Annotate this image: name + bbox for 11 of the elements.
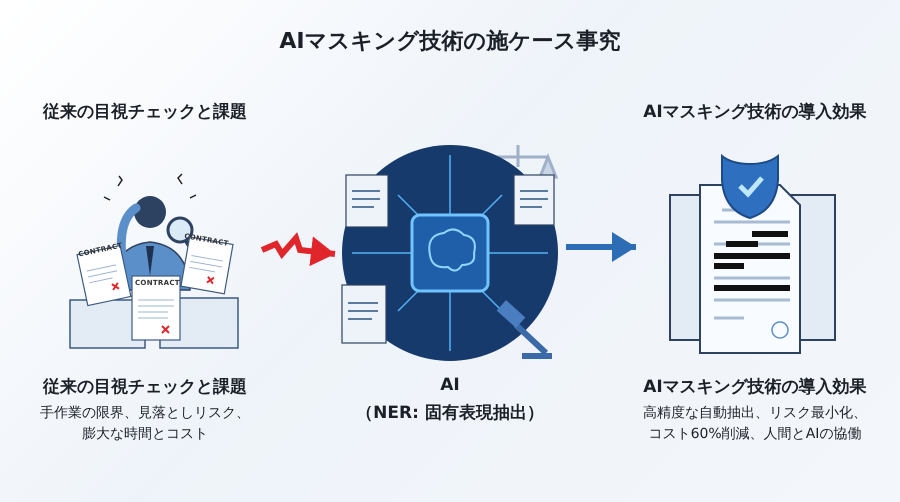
title: AIマスキング技術の施ケース事究 [278, 28, 622, 56]
caption-text: 高精度な自動抽出、リスク最小化、コスト60%削減、人間とAIの協働 [642, 404, 868, 444]
caption-heading: （NER: 固有表現抽出） [355, 402, 545, 424]
arrow [566, 232, 636, 262]
caption-heading: AI [439, 375, 461, 395]
section-heading: 従来の目視チェックと課題 [42, 101, 248, 123]
arrow [260, 232, 336, 266]
caption-heading: AIマスキング技術の導入効果 [642, 376, 868, 398]
section-heading: AIマスキング技術の導入効果 [642, 101, 868, 123]
caption-heading: 従来の目視チェックと課題 [42, 376, 248, 398]
caption-text: 手作業の限界、見落としリスク、膨大な時間とコスト [39, 404, 251, 444]
